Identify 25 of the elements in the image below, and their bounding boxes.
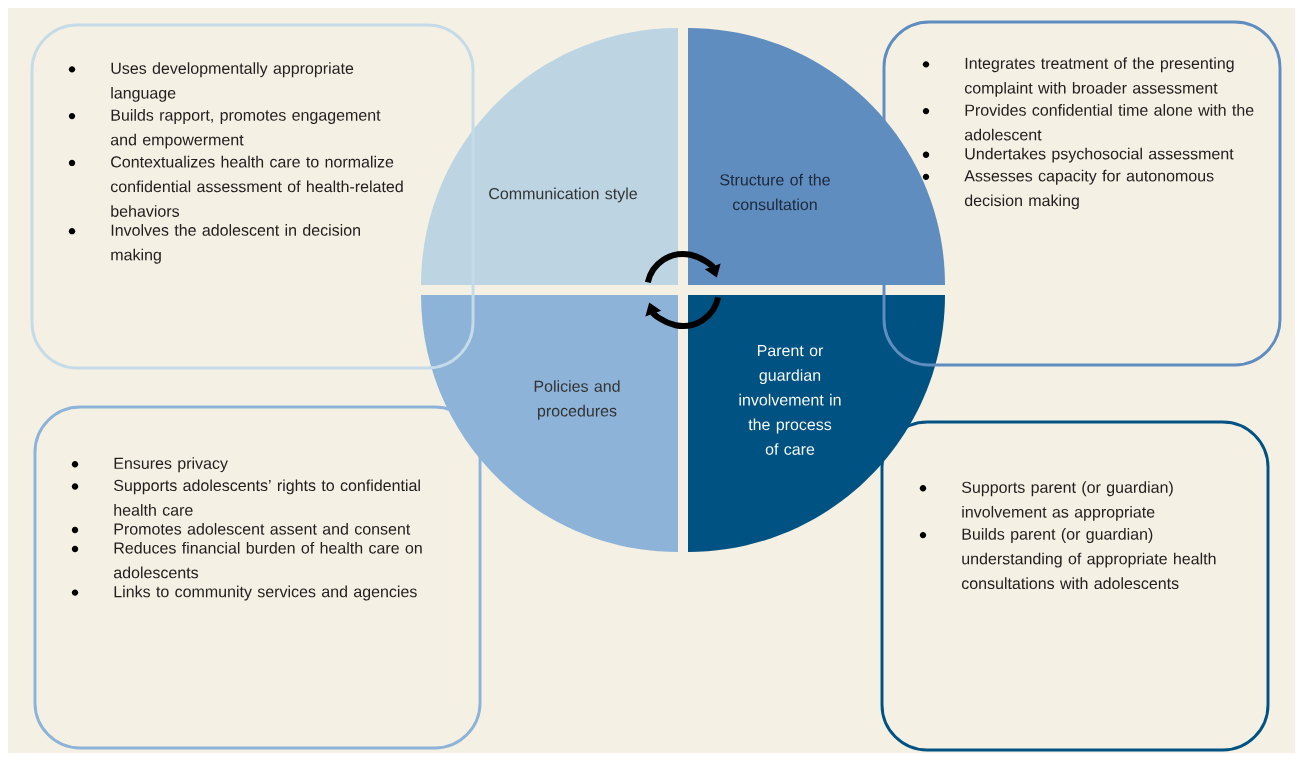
rounded-box (880, 420, 1270, 752)
cycle-arrow (645, 296, 722, 329)
rounded-box (33, 405, 482, 750)
list-item: Promotes adolescent assent and consent (114, 523, 411, 535)
list-item: Builds rapport, promotes engagement and empowerment (110, 109, 381, 149)
list-item: Assesses capacity for autonomous decision making (964, 169, 1214, 210)
quadrant-sector: Communication style (421, 28, 678, 285)
cycle-arrow (644, 251, 721, 284)
list-item: Ensures privacy (114, 457, 228, 473)
rounded-box (30, 23, 475, 370)
list-item: Supports parent (or guardian) involvement as appropriate (962, 481, 1173, 521)
quadrant-sector: Policies and procedures (421, 295, 678, 552)
quadrant-sector: Structure of the consultation (688, 28, 945, 285)
list-item: Links to community services and agencies (114, 585, 417, 601)
list-item: Provides confidential time alone with the adolescent (964, 104, 1254, 141)
quadrant-sector: Parent or guardian involvement in the process of care (688, 295, 945, 552)
list-item: Involves the adolescent in decision making (111, 224, 360, 264)
list-item: Undertakes psychosocial assessment (965, 147, 1234, 163)
list-item: Builds parent (or guardian) understanding of appropriate health consultations with adolescents (961, 528, 1216, 590)
list-item: Contextualizes health care to normalize confidential assessment of health-related behaviors (110, 155, 403, 217)
list-item: Uses developmentally appropriate language (111, 62, 354, 102)
list-item: Integrates treatment of the presenting complaint with broader assessment (964, 57, 1234, 97)
list-item: Reduces financial burden of health care on adolescents (113, 541, 422, 579)
list-item: Supports adolescents’ rights to confidential health care (114, 479, 420, 516)
rounded-box (882, 20, 1282, 367)
